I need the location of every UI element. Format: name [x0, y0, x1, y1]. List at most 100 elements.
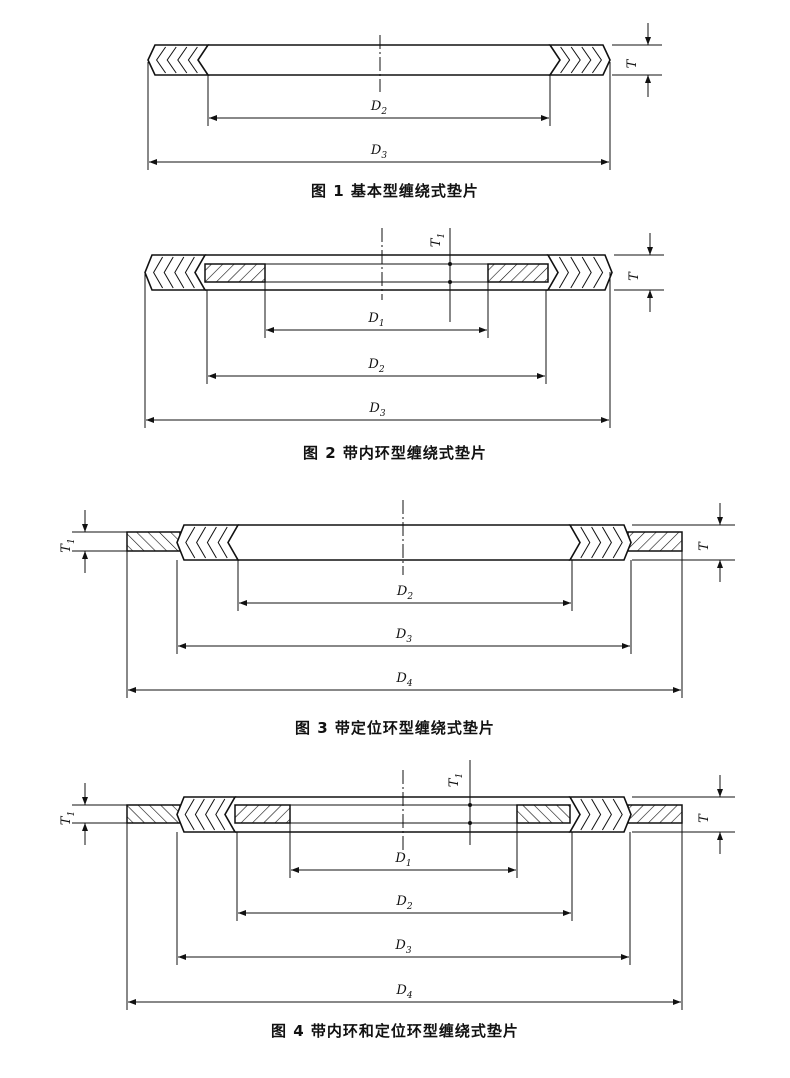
dimension-t1-arrowhead: [82, 797, 88, 805]
dimension-d2-label: D2: [370, 99, 387, 117]
dimension-t-label: T: [697, 541, 712, 551]
dimension-d4-label: D4: [395, 983, 412, 1001]
dimension-d4-label-subscript: 4: [406, 679, 413, 689]
dimension-t-label: T: [697, 813, 712, 823]
dimension-t-label-main: T: [697, 541, 712, 551]
dimension-inner-t1-label-main: T: [447, 777, 462, 787]
dimension-inner-t1-label: T1: [447, 773, 465, 787]
dimension-d3-label: D3: [368, 401, 385, 419]
dimension-t1-label-main: T: [59, 815, 74, 825]
dimension-t-label-main: T: [627, 271, 642, 281]
dimension-t-arrowhead: [645, 37, 651, 45]
dimension-t-label: T: [627, 271, 642, 281]
winding-chevron: [593, 256, 604, 289]
dimension-t1-label: T1: [59, 811, 77, 825]
dimension-d2-label-main: D: [367, 357, 379, 372]
winding-chevron: [194, 798, 205, 831]
winding-chevron: [558, 256, 569, 289]
dimension-d1-label: D1: [367, 311, 384, 329]
figure-3-caption: 图 3 带定位环型缠绕式垫片: [295, 719, 495, 737]
winding-chevron: [155, 46, 167, 74]
winding-chevron: [217, 526, 228, 559]
dimension-d4-label-main: D: [395, 671, 407, 686]
winding-chevron: [580, 526, 591, 559]
dimension-d3-label-main: D: [394, 938, 406, 953]
dimension-t-arrowhead: [717, 789, 723, 797]
winding-chevron: [581, 256, 592, 289]
dimension-d4-label-main: D: [395, 983, 407, 998]
dimension-d3-label-subscript: 3: [406, 946, 412, 956]
dimension-t1-label: T1: [429, 233, 447, 247]
dimension-t-label-main: T: [625, 58, 640, 68]
winding-chevron: [163, 256, 174, 289]
winding-chevron: [187, 46, 198, 74]
dimension-d2-label: D2: [395, 894, 412, 912]
winding-chevron: [206, 526, 217, 559]
dimension-t-arrowhead: [647, 290, 653, 298]
dimension-d3-label-main: D: [370, 143, 382, 158]
dimension-d2-label-subscript: 2: [380, 107, 387, 117]
dimension-d3-label: D3: [370, 143, 387, 161]
winding-chevron: [612, 526, 623, 559]
dimension-d1-label-main: D: [394, 851, 406, 866]
dimension-d3-label-main: D: [395, 627, 407, 642]
dimension-t1-label-subscript: 1: [67, 538, 77, 544]
dimension-t1-label-subscript: 1: [437, 233, 447, 239]
dimension-d3-label: D3: [394, 938, 411, 956]
winding-chevron: [581, 46, 592, 74]
dimension-t1-arrowhead: [82, 823, 88, 831]
dimension-d4-label: D4: [395, 671, 412, 689]
inner-ring-left: [234, 804, 291, 824]
dimension-t-arrowhead: [717, 560, 723, 568]
dimension-d1-label-subscript: 1: [379, 319, 385, 329]
dimension-d2-label-subscript: 2: [406, 902, 413, 912]
dimension-t1-arrowhead: [82, 551, 88, 559]
winding-chevron: [184, 798, 195, 831]
winding-chevron: [570, 256, 581, 289]
dimension-d2-label-main: D: [395, 894, 407, 909]
winding-chevron: [591, 526, 602, 559]
dimension-d3-label-subscript: 3: [381, 151, 387, 161]
winding-chevron: [612, 798, 623, 831]
dimension-d3-label-subscript: 3: [406, 635, 412, 645]
figure-2-caption: 图 2 带内环型缠绕式垫片: [303, 444, 487, 462]
winding-chevron: [166, 46, 177, 74]
dimension-t1-label-main: T: [59, 543, 74, 553]
dimension-t1-label: T1: [59, 538, 77, 552]
dimension-d2-label-main: D: [396, 584, 408, 599]
inner-ring-right: [487, 263, 549, 283]
t1-dot: [448, 262, 452, 266]
winding-chevron: [153, 256, 164, 289]
inner-ring-left: [204, 263, 266, 283]
dimension-t1-arrowhead: [82, 524, 88, 532]
dimension-d3-label: D3: [395, 627, 412, 645]
winding-chevron: [560, 46, 571, 74]
dimension-t1-label-subscript: 1: [67, 811, 77, 817]
winding-chevron: [177, 46, 188, 74]
winding-chevron: [174, 256, 185, 289]
t1-dot: [468, 803, 472, 807]
t1-dot: [448, 280, 452, 284]
figure-1-caption: 图 1 基本型缠绕式垫片: [311, 182, 479, 200]
winding-chevron: [601, 526, 612, 559]
winding-chevron: [591, 798, 602, 831]
dimension-t-arrowhead: [717, 832, 723, 840]
dimension-d2-label-subscript: 2: [378, 365, 385, 375]
dimension-d2-label-subscript: 2: [406, 592, 413, 602]
winding-chevron: [185, 526, 196, 559]
dimension-t-arrowhead: [645, 75, 651, 83]
dimension-t-arrowhead: [717, 517, 723, 525]
winding-chevron: [591, 46, 603, 74]
centering-ring-right: [627, 531, 683, 552]
dimension-d1-label-main: D: [367, 311, 379, 326]
dimension-d2-label: D2: [396, 584, 413, 602]
dimension-inner-t1-label-subscript: 1: [455, 773, 465, 779]
centering-ring-left: [126, 531, 181, 552]
dimension-t-label: T: [625, 58, 640, 68]
t1-dot: [468, 821, 472, 825]
winding-chevron: [205, 798, 216, 831]
centering-ring-right: [627, 804, 683, 824]
winding-chevron: [184, 256, 195, 289]
inner-ring-right: [516, 804, 571, 824]
